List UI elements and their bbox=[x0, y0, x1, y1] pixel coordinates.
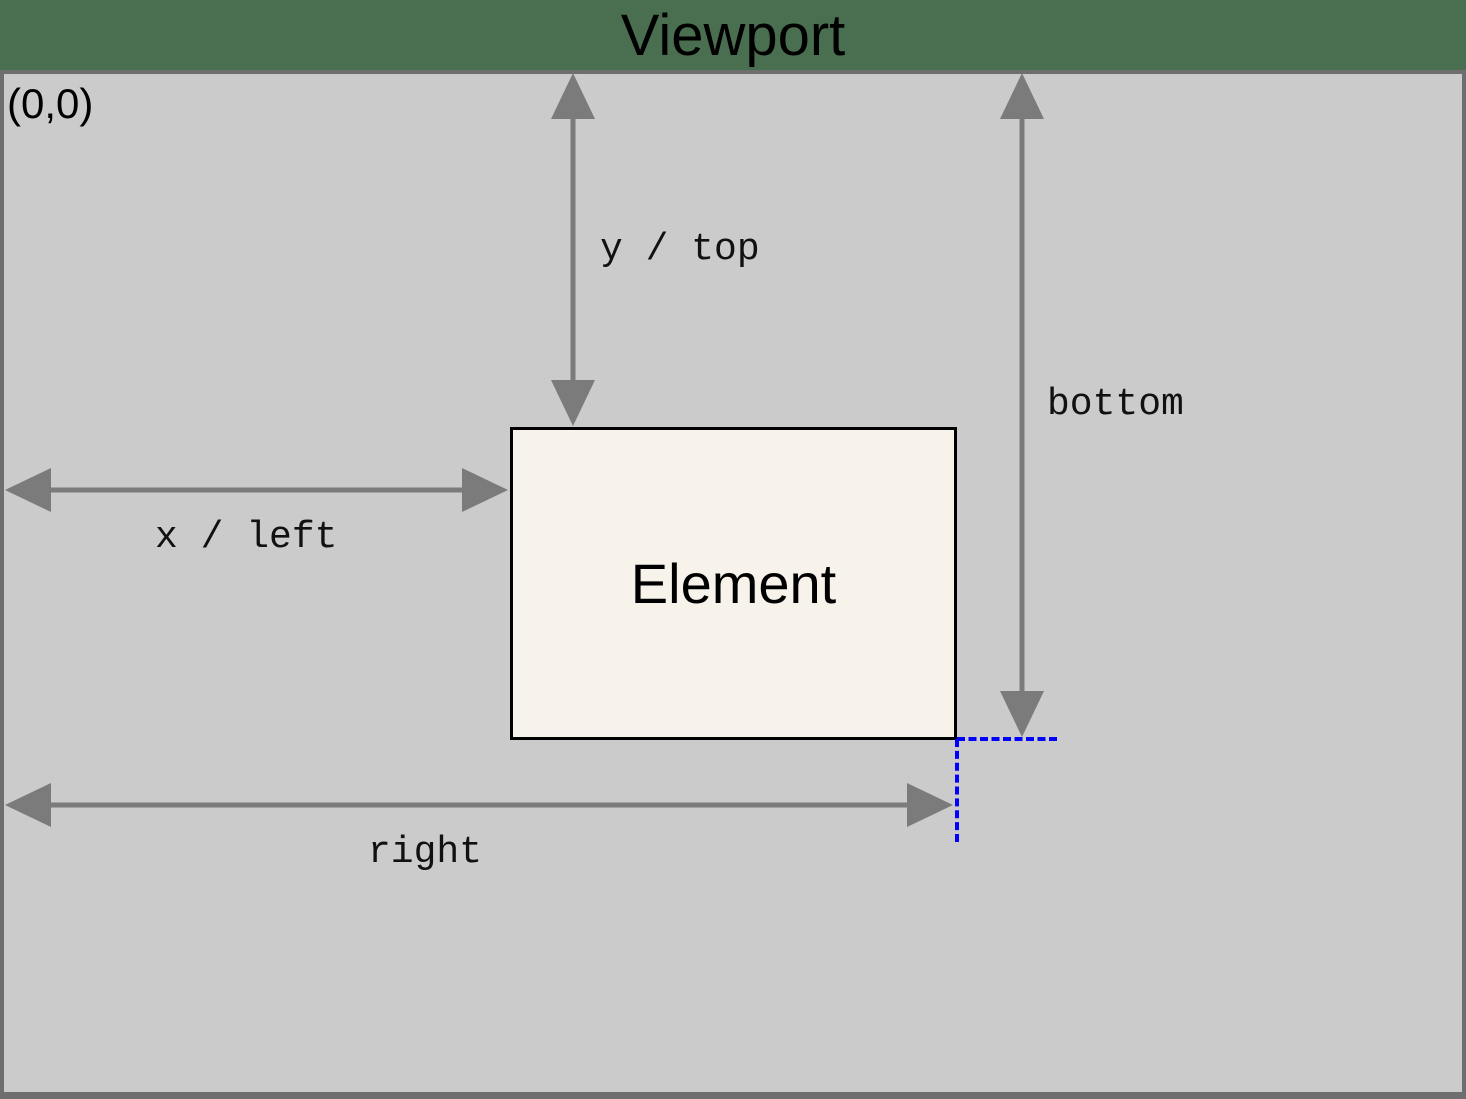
arrow-shaft bbox=[570, 111, 576, 388]
arrowhead-right-icon bbox=[907, 783, 953, 827]
element-box: Element bbox=[510, 427, 957, 740]
arrowhead-down-icon bbox=[551, 380, 595, 426]
x-left-label: x / left bbox=[155, 516, 338, 559]
viewport-title: Viewport bbox=[620, 2, 846, 68]
arrow-shaft bbox=[43, 487, 470, 493]
guide-line-horizontal bbox=[957, 737, 1057, 741]
arrow-shaft bbox=[43, 802, 915, 808]
origin-label: (0,0) bbox=[7, 80, 94, 127]
right-arrow bbox=[5, 783, 953, 827]
element-label: Element bbox=[630, 552, 837, 615]
guide-line-vertical bbox=[955, 739, 959, 842]
y-top-arrow bbox=[551, 73, 595, 426]
arrowhead-right-icon bbox=[462, 468, 508, 512]
arrow-shaft bbox=[1019, 111, 1025, 699]
bottom-arrow bbox=[1000, 73, 1044, 737]
right-label: right bbox=[368, 831, 483, 874]
bottom-label: bottom bbox=[1047, 383, 1184, 426]
x-left-arrow bbox=[5, 468, 508, 512]
y-top-label: y / top bbox=[600, 228, 760, 271]
arrowhead-down-icon bbox=[1000, 691, 1044, 737]
